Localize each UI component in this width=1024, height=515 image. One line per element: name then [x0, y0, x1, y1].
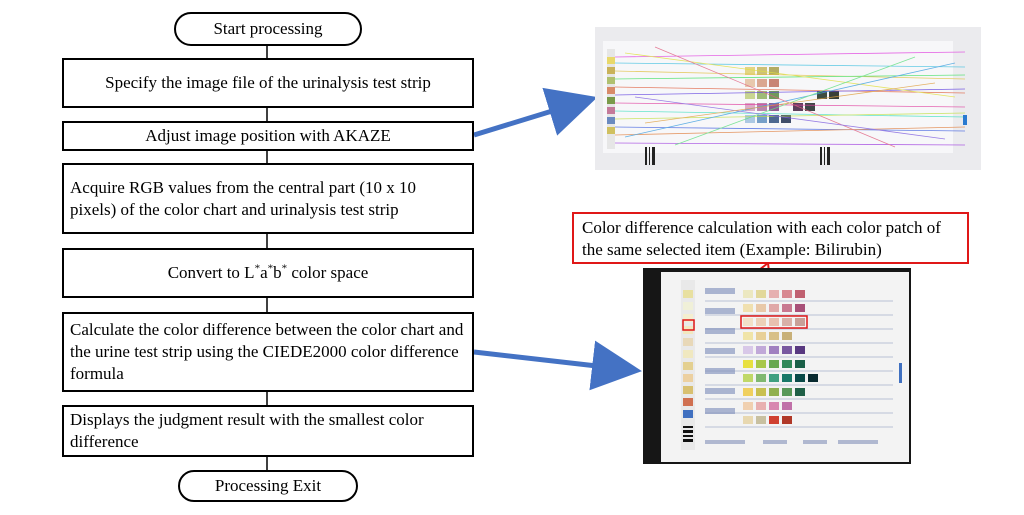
step-convert-lab: Convert to L*a*b* color space — [62, 248, 474, 298]
start-terminal: Start processing — [174, 12, 362, 46]
step-1-label: Specify the image file of the urinalysis… — [105, 73, 431, 92]
step-4-label: Convert to L*a*b* color space — [167, 262, 369, 282]
akaze-matching-image — [595, 27, 981, 170]
akaze-matching-drawing — [595, 27, 981, 170]
step-acquire-rgb: Acquire RGB values from the central part… — [62, 163, 474, 234]
start-label: Start processing — [213, 19, 323, 38]
step-5-label: Calculate the color difference between t… — [70, 320, 464, 383]
color-chart-image — [643, 268, 911, 464]
step-specify-image: Specify the image file of the urinalysis… — [62, 58, 474, 108]
callout-text: Color difference calculation with each c… — [582, 218, 941, 259]
arrow-to-chart-image — [473, 340, 642, 391]
step-6-label: Displays the judgment result with the sm… — [70, 410, 424, 451]
end-label: Processing Exit — [214, 476, 322, 495]
step-akaze: Adjust image position with AKAZE — [62, 121, 474, 151]
step-ciede2000: Calculate the color difference between t… — [62, 312, 474, 392]
step-2-label: Adjust image position with AKAZE — [145, 126, 391, 145]
end-terminal: Processing Exit — [178, 470, 358, 502]
step-display-result: Displays the judgment result with the sm… — [62, 405, 474, 457]
color-chart-drawing — [643, 268, 911, 464]
step-3-label: Acquire RGB values from the central part… — [70, 177, 417, 219]
arrow-to-akaze-image — [473, 87, 598, 138]
bilirubin-callout: Color difference calculation with each c… — [572, 212, 969, 264]
